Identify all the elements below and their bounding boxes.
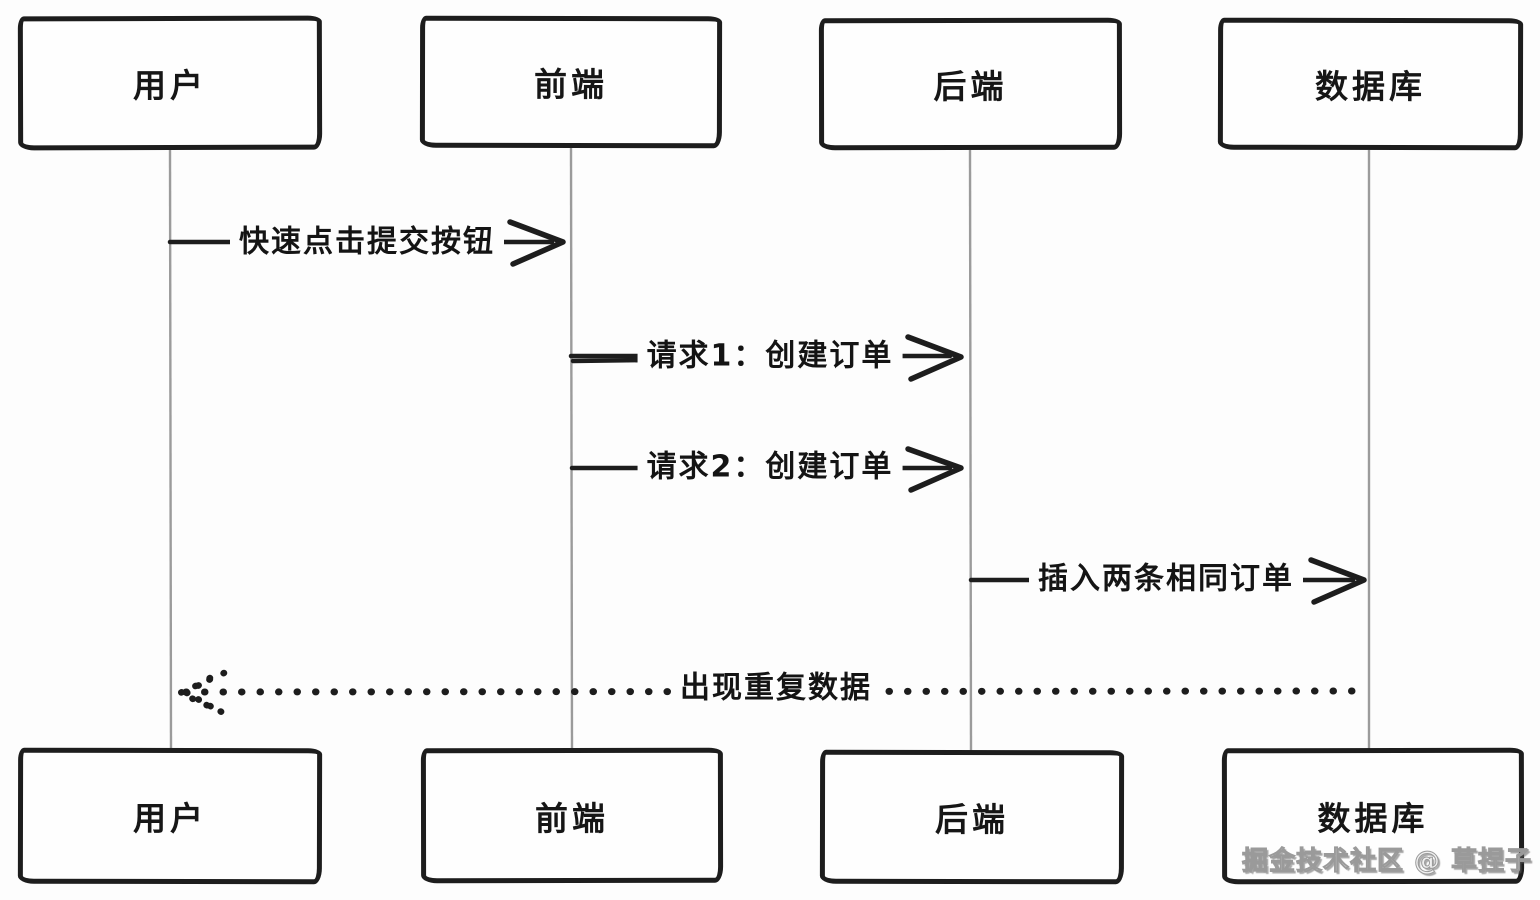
actor-label-backend-bottom: 后端 [934, 799, 1010, 840]
message-label-4: 插入两条相同订单 [1029, 560, 1303, 598]
actor-label-backend-top: 后端 [933, 66, 1008, 107]
lifeline-backend [968, 149, 973, 753]
actor-box-user-top: 用户 [17, 15, 323, 151]
actor-box-frontend-top: 前端 [419, 15, 723, 149]
actor-box-database-top: 数据库 [1217, 17, 1524, 151]
lifeline-frontend [569, 147, 574, 751]
actor-box-user-bottom: 用户 [17, 747, 323, 885]
watermark-text: 掘金技术社区 @ 草捏子 [1241, 846, 1533, 877]
actor-box-backend-bottom: 后端 [819, 749, 1125, 885]
message-label-5: 出现重复数据 [671, 669, 881, 707]
actor-label-user-bottom: 用户 [132, 798, 208, 839]
arrowhead-message-4 [1308, 557, 1367, 605]
actor-label-frontend-bottom: 前端 [534, 798, 610, 838]
arrowhead-message-3 [905, 446, 964, 493]
message-label-3: 请求2：创建订单 [637, 448, 903, 486]
arrowhead-message-1 [507, 219, 566, 267]
actor-box-frontend-bottom: 前端 [420, 747, 724, 884]
arrowhead-message-2 [905, 334, 964, 382]
actor-label-user-top: 用户 [132, 65, 208, 106]
actor-box-backend-top: 后端 [818, 17, 1123, 151]
message-label-1: 快速点击提交按钮 [230, 223, 504, 261]
dotted-arrowhead-outer-message-5 [172, 669, 228, 717]
actor-label-frontend-top: 前端 [533, 64, 609, 105]
actor-label-database-top: 数据库 [1314, 66, 1427, 107]
lifeline-user [168, 149, 173, 751]
actor-label-database-bottom: 数据库 [1317, 798, 1429, 839]
message-label-2: 请求1：创建订单 [637, 337, 903, 375]
dotted-arrowhead-inner-message-5 [180, 674, 216, 711]
